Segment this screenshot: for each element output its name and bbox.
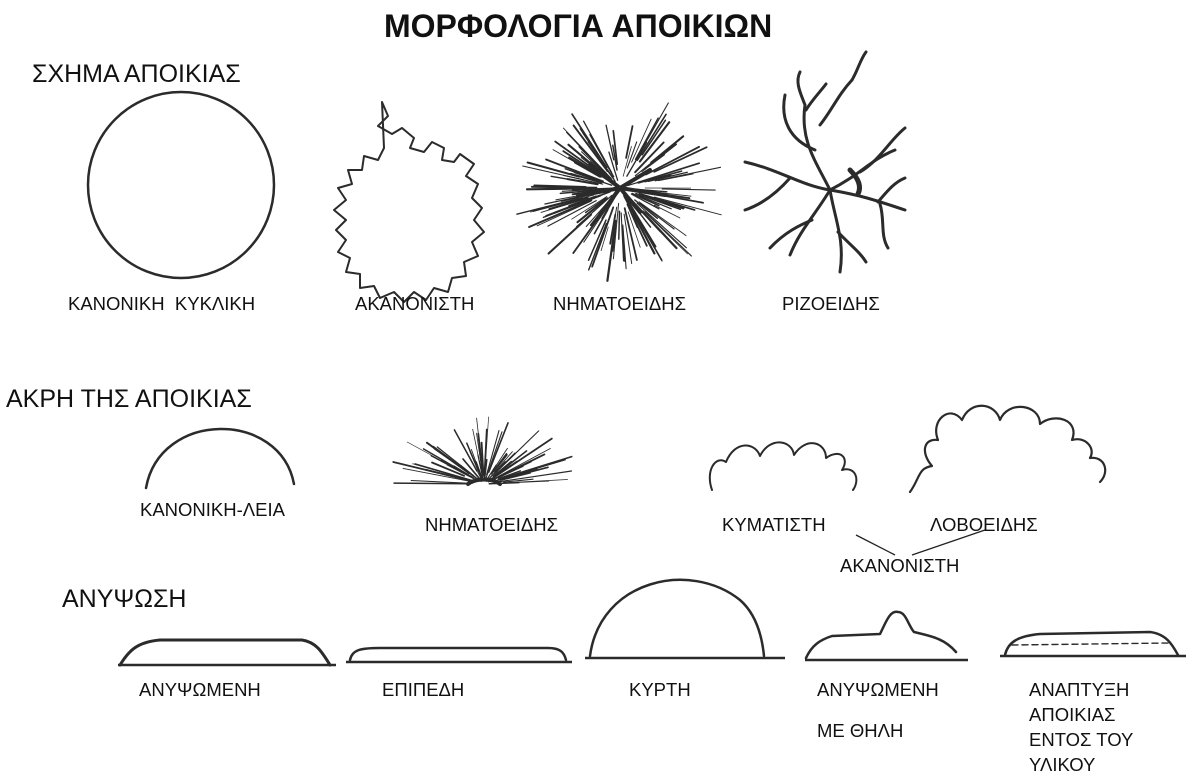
elevation-label-submerged-line3: ΕΝΤΟΣ ΤΟΥ — [1029, 727, 1133, 752]
filamentous-edge-drawing — [393, 417, 572, 484]
shape-label-filamentous: ΝΗΜΑΤΟΕΙΔΗΣ — [553, 293, 686, 315]
filament-stroke — [551, 176, 580, 181]
edge-filament-stroke — [394, 483, 467, 484]
shape-label-circular: ΚΑΝΟΝΙΚΗ ΚΥΚΛΙΚΗ — [68, 293, 255, 315]
submerged-elevation-drawing — [1000, 632, 1186, 656]
shape-label-rhizoid: ΡΙΖΟΕΙΔΗΣ — [782, 293, 880, 315]
edge-group-label-irregular: ΑΚΑΝΟΝΙΣΤΗ — [840, 555, 959, 577]
filament-stroke — [662, 189, 715, 190]
page-title: ΜΟΡΦΟΛΟΓΙΑ ΑΠΟΙΚΙΩΝ — [384, 8, 772, 45]
elevation-label-umbonate-line2: ΜΕ ΘΗΛΗ — [817, 720, 903, 742]
elevation-label-raised: ΑΝΥΨΩΜΕΝΗ — [139, 679, 261, 701]
flat-elevation-drawing — [350, 648, 566, 660]
elevation-label-submerged-line2: ΑΠΟΙΚΙΑΣ — [1029, 702, 1115, 727]
undulate-edge-drawing — [710, 442, 857, 490]
lobate-edge-drawing — [910, 406, 1105, 492]
umbonate-elevation-drawing — [806, 612, 956, 658]
edge-label-filamentous: ΝΗΜΑΤΟΕΙΔΗΣ — [425, 514, 558, 536]
edge-label-undulate: ΚΥΜΑΤΙΣΤΗ — [722, 514, 826, 536]
filament-stroke — [619, 211, 620, 239]
elevation-label-umbonate-line1: ΑΝΥΨΩΜΕΝΗ — [817, 679, 939, 701]
circular-colony-drawing — [88, 92, 274, 278]
irregular-colony-drawing — [334, 102, 484, 302]
entire-edge-drawing — [146, 429, 294, 488]
elevation-label-flat: ΕΠΙΠΕΔΗ — [382, 679, 464, 701]
connector-line-left — [856, 535, 895, 555]
shape-label-irregular: ΑΚΑΝΟΝΙΣΤΗ — [355, 293, 474, 315]
edge-filament-stroke — [434, 449, 468, 473]
filament-stroke — [527, 189, 587, 190]
convex-elevation-drawing — [590, 580, 764, 656]
edge-label-entire: ΚΑΝΟΝΙΚΗ-ΛΕΙΑ — [140, 499, 285, 521]
elevation-label-submerged-line4: ΥΛΙΚΟΥ — [1029, 752, 1095, 777]
edge-filament-base — [468, 480, 500, 485]
elevation-label-submerged-line1: ΑΝΑΠΤΥΞΗ — [1029, 677, 1129, 702]
elevation-section-heading: ΑΝΥΨΩΣΗ — [62, 585, 187, 614]
filament-stroke — [549, 215, 591, 254]
raised-elevation-drawing — [120, 640, 330, 665]
edge-section-heading: ΑΚΡΗ ΤΗΣ ΑΠΟΙΚΙΑΣ — [6, 385, 252, 414]
shape-section-heading: ΣΧΗΜΑ ΑΠΟΙΚΙΑΣ — [32, 60, 241, 89]
elevation-label-convex: ΚΥΡΤΗ — [629, 679, 691, 701]
rhizoid-colony-drawing — [745, 52, 905, 272]
filament-stroke — [632, 119, 652, 162]
edge-label-lobate: ΛΟΒΟΕΙΔΗΣ — [930, 514, 1038, 536]
filamentous-colony-drawing — [517, 103, 721, 281]
